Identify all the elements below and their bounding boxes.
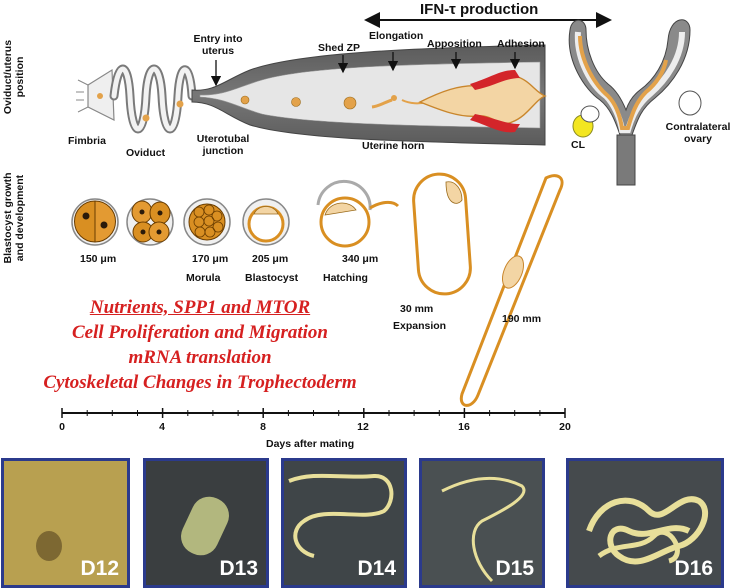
label-340um: 340 μm: [342, 253, 379, 265]
label-oviduct: Oviduct: [126, 147, 166, 159]
photo-d12-label: D12: [80, 557, 119, 580]
embryo-hatching: [316, 179, 400, 248]
oocyte-fimbria: [97, 93, 103, 99]
embryo-blastocyst: [242, 198, 290, 246]
tick-12: 12: [357, 421, 369, 433]
label-elongation: Elongation: [369, 30, 424, 42]
tick-8: 8: [260, 421, 266, 433]
photo-d16-label: D16: [674, 557, 713, 580]
embryo-oviduct-1: [142, 114, 150, 122]
process-cytoskeletal: Cytoskeletal Changes in Trophectoderm: [43, 372, 357, 393]
photo-d16: D16: [566, 458, 724, 588]
label-hatching: Hatching: [323, 272, 368, 284]
tick-20: 20: [559, 421, 571, 433]
contralateral-ovary: [678, 90, 702, 116]
cervix: [616, 134, 636, 186]
label-fimbria: Fimbria: [68, 135, 106, 147]
photo-d13: D13: [143, 458, 269, 588]
photo-d12-embryo: [36, 531, 62, 561]
embryo-150um: [71, 198, 119, 246]
adhesion-site-bottom: [470, 114, 520, 133]
label-30mm: 30 mm: [400, 303, 434, 315]
process-nutrients: Nutrients, SPP1 and MTOR: [89, 297, 311, 318]
adhesion-site-top: [470, 70, 520, 90]
label-expansion: Expansion: [393, 320, 447, 332]
photo-d14: D14: [281, 458, 407, 588]
label-uterine-horn: Uterine horn: [362, 140, 425, 152]
embryo-190mm: [459, 174, 564, 407]
label-morula: Morula: [186, 272, 221, 284]
photo-d15: D15: [419, 458, 545, 588]
photo-d14-label: D14: [357, 557, 396, 580]
photo-d16-filament: [586, 496, 708, 565]
tick-0: 0: [59, 421, 65, 433]
label-apposition: Apposition: [427, 38, 482, 50]
embryo-4cell: [126, 198, 174, 246]
photo-d15-bg: [422, 461, 542, 585]
embryo-oviduct-2: [176, 100, 184, 108]
process-mrna: mRNA translation: [128, 347, 272, 368]
embryo-morula: [183, 198, 231, 246]
ifn-production-label: IFN-τ production: [420, 1, 539, 18]
embryo-30mm: [412, 172, 472, 296]
label-150um: 150 μm: [80, 253, 117, 265]
label-205um: 205 μm: [252, 253, 289, 265]
axis-label: Days after mating: [266, 438, 355, 450]
label-170um: 170 μm: [192, 253, 229, 265]
photo-d12-bg: [4, 461, 127, 585]
photo-d15-label: D15: [495, 557, 534, 580]
process-proliferation: Cell Proliferation and Migration: [71, 322, 328, 343]
photo-d13-label: D13: [219, 557, 258, 580]
photo-d15-filament: [441, 476, 526, 583]
label-shed-zp: Shed ZP: [318, 42, 361, 54]
label-adhesion: Adhesion: [497, 38, 545, 50]
label-blastocyst: Blastocyst: [245, 272, 299, 284]
label-cl: CL: [571, 139, 585, 151]
tick-16: 16: [458, 421, 470, 433]
photo-d12: D12: [1, 458, 130, 588]
photo-d14-filament: [288, 473, 394, 558]
tick-4: 4: [159, 421, 165, 433]
label-190mm: 190 mm: [502, 313, 542, 325]
